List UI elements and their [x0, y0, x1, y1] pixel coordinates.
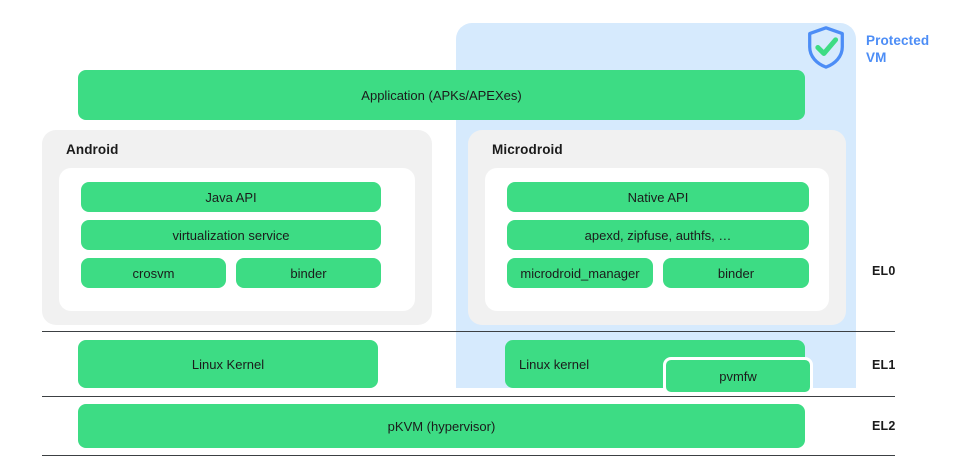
exception-level-label-el0: EL0 — [872, 264, 896, 278]
android-block-virtualization-service: virtualization service — [81, 220, 381, 250]
shield-check-icon — [803, 24, 849, 70]
android-block-java-api: Java API — [81, 182, 381, 212]
microdroid-block-apexd-zipfuse-authfs: apexd, zipfuse, authfs, … — [507, 220, 809, 250]
divider-el1-el2 — [42, 396, 895, 397]
android-block-binder: binder — [236, 258, 381, 288]
protected-vm-label-line1: Protected — [866, 33, 930, 48]
application-block: Application (APKs/APEXes) — [78, 70, 805, 120]
android-block-crosvm: crosvm — [81, 258, 226, 288]
android-inner-panel: Java API virtualization service crosvm b… — [59, 168, 415, 311]
exception-level-label-el1: EL1 — [872, 358, 896, 372]
microdroid-panel-title: Microdroid — [492, 142, 563, 157]
exception-level-label-el2: EL2 — [872, 419, 896, 433]
protected-vm-label: Protected VM — [866, 32, 956, 66]
pkvm-hypervisor-block: pKVM (hypervisor) — [78, 404, 805, 448]
android-linux-kernel-block: Linux Kernel — [78, 340, 378, 388]
android-panel: Android Java API virtualization service … — [42, 130, 432, 325]
microdroid-inner-panel: Native API apexd, zipfuse, authfs, … mic… — [485, 168, 829, 311]
protected-vm-label-line2: VM — [866, 50, 887, 65]
microdroid-block-native-api: Native API — [507, 182, 809, 212]
pvmfw-block: pvmfw — [663, 357, 813, 395]
microdroid-block-microdroid-manager: microdroid_manager — [507, 258, 653, 288]
microdroid-block-binder: binder — [663, 258, 809, 288]
microdroid-panel: Microdroid Native API apexd, zipfuse, au… — [468, 130, 846, 325]
android-panel-title: Android — [66, 142, 119, 157]
divider-bottom — [42, 455, 895, 456]
divider-el0-el1 — [42, 331, 895, 332]
